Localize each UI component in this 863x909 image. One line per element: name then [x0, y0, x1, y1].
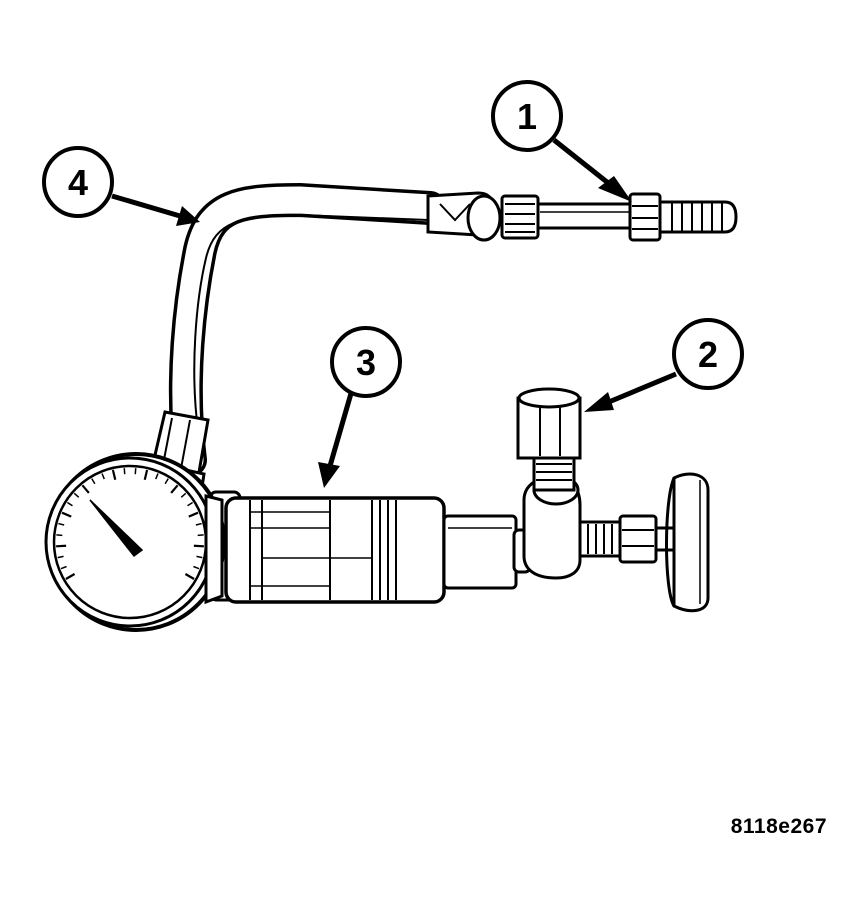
callout-3-label: 3	[356, 342, 376, 383]
gauge-tick	[73, 492, 80, 498]
gauge-scale	[56, 468, 204, 580]
gauge-tick	[57, 555, 64, 559]
gauge-tick	[195, 522, 202, 526]
gauge-tick	[56, 534, 63, 537]
gauge-tick	[58, 522, 65, 526]
callout-2-label: 2	[698, 334, 718, 375]
gauge-tick	[184, 573, 195, 580]
adapter-body	[208, 490, 532, 604]
gauge-tick	[193, 565, 200, 570]
gauge-tick	[193, 544, 204, 548]
callout-4-label: 4	[68, 162, 88, 203]
gauge-needle	[89, 499, 144, 558]
gauge-tick	[143, 469, 149, 480]
callout-2: 2	[672, 318, 744, 390]
gauge-tick	[196, 555, 203, 559]
gauge-tick	[91, 478, 96, 485]
gauge-tick	[188, 511, 199, 518]
gauge-tick	[56, 544, 67, 548]
gauge-tick	[61, 511, 72, 518]
figure-id: 8118e267	[730, 815, 827, 838]
valve-assembly	[516, 387, 710, 613]
gauge-tick	[155, 473, 159, 480]
gauge-tick	[66, 501, 73, 507]
callout-4: 4	[42, 146, 114, 218]
gauge-tick	[101, 473, 105, 480]
callout-3: 3	[330, 326, 402, 398]
gauge-tick	[81, 484, 90, 494]
hose	[168, 182, 447, 477]
gauge-tick	[65, 573, 76, 580]
hose-end-fitting	[426, 191, 738, 242]
pressure-gauge	[44, 452, 226, 632]
gauge-tick	[197, 534, 204, 537]
leader-lines	[111, 138, 677, 488]
callout-1: 1	[491, 80, 563, 152]
gauge-tick	[164, 478, 169, 485]
callout-1-label: 1	[517, 96, 537, 137]
gauge-tick	[170, 484, 179, 494]
gauge-tick	[111, 469, 117, 480]
gauge-tick	[180, 492, 187, 498]
gauge-tick	[187, 501, 194, 507]
gauge-tick	[60, 565, 67, 570]
